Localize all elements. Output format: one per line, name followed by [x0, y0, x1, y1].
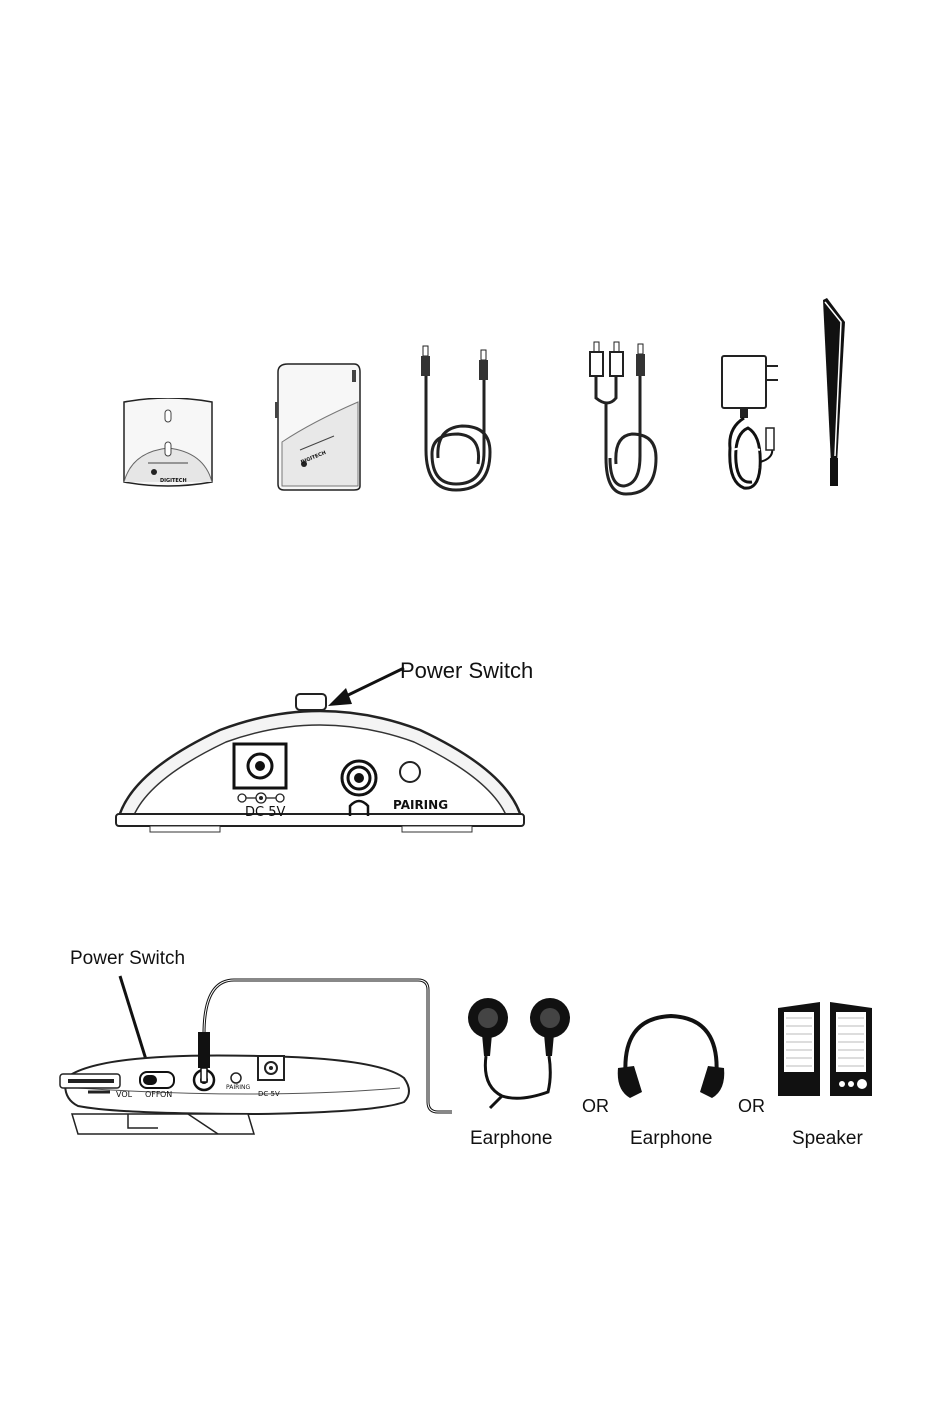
dc-input-label: DC 5V	[245, 805, 285, 820]
or-label-2: OR	[738, 1096, 765, 1117]
power-switch-callout: Power Switch	[400, 658, 533, 684]
stereo-audio-cable-illustration	[408, 340, 504, 500]
lanyard-strap-illustration	[815, 296, 855, 492]
rca-audio-cable-illustration	[580, 338, 668, 502]
speakers-illustration	[774, 1000, 884, 1110]
power-adapter-illustration	[718, 352, 790, 494]
or-label-1: OR	[582, 1096, 609, 1117]
connection-cable	[194, 976, 454, 1120]
package-contents: DIGITECH DIGITECH	[0, 290, 950, 500]
switch-off-label: OFF	[145, 1090, 161, 1099]
pairing-label: PAIRING	[393, 798, 448, 812]
power-switch-arrow	[320, 660, 410, 710]
output-label-speaker: Speaker	[792, 1128, 863, 1150]
receiver-unit-illustration	[272, 362, 364, 492]
headphones-illustration	[612, 1010, 730, 1104]
transmitter-brand-label: DIGITECH	[160, 478, 187, 484]
transmitter-unit-illustration	[118, 398, 218, 490]
vol-label: VOL	[116, 1090, 132, 1099]
receiver-connection-diagram: Power Switch OFF ON VOL PAIRING DC 5V	[0, 940, 950, 1160]
output-label-earbuds: Earphone	[470, 1128, 552, 1150]
earbuds-illustration	[462, 996, 578, 1116]
switch-on-label: ON	[160, 1090, 172, 1099]
power-switch-callout-receiver: Power Switch	[70, 948, 185, 970]
base-unit-rear-view: Power Switch DC 5V PAIRING	[0, 640, 950, 840]
output-label-headphones: Earphone	[630, 1128, 712, 1150]
